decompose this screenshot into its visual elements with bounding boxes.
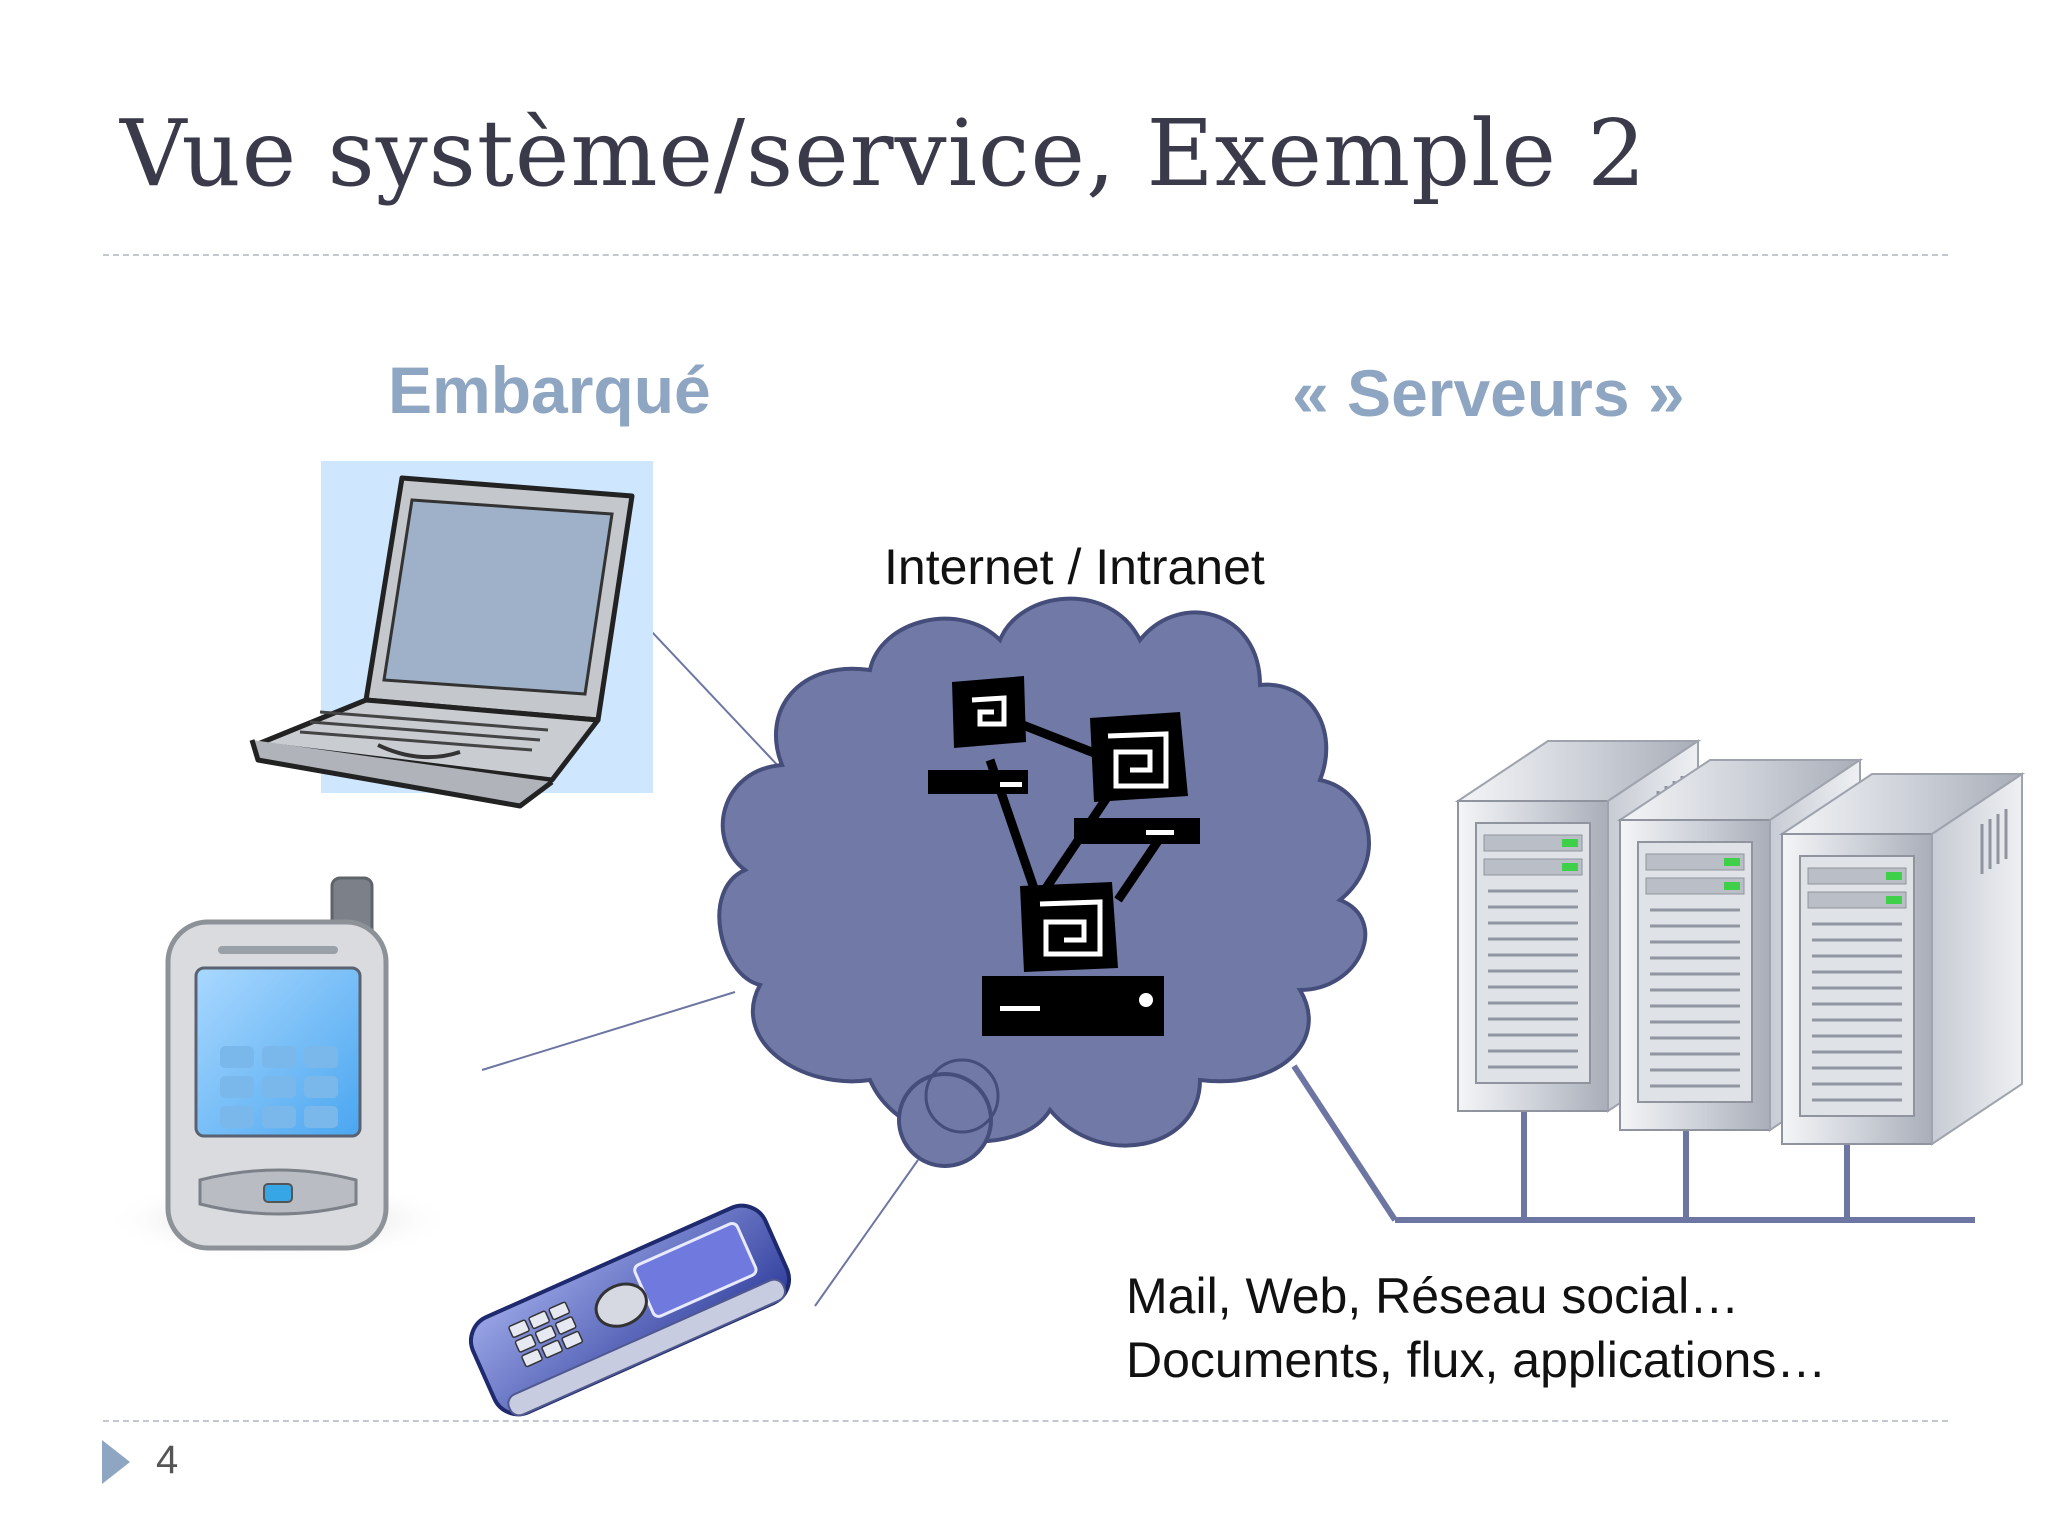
services-line-1: Mail, Web, Réseau social… — [1126, 1268, 1740, 1324]
networked-computers-icon — [928, 676, 1200, 1036]
mobile-phone-icon — [469, 1203, 791, 1417]
footer-arrow-icon — [102, 1440, 130, 1484]
page-number: 4 — [156, 1438, 179, 1482]
embedded-group-label: Embarqué — [388, 353, 711, 427]
title-divider — [103, 254, 1948, 256]
server-icon — [1780, 772, 2024, 1146]
laptop-icon — [249, 461, 653, 809]
services-line-2: Documents, flux, applications… — [1126, 1332, 1827, 1388]
device-connectors — [481, 631, 919, 1307]
servers-group-label: « Serveurs » — [1292, 356, 1685, 430]
slide-title: Vue système/service, Exemple 2 — [120, 100, 1647, 207]
network-label: Internet / Intranet — [884, 539, 1265, 595]
services-text: Mail, Web, Réseau social… Documents, flu… — [1126, 1264, 1826, 1392]
pda-phone-icon — [105, 876, 455, 1262]
footer-divider — [103, 1420, 1948, 1422]
network-cloud — [717, 596, 1371, 1168]
